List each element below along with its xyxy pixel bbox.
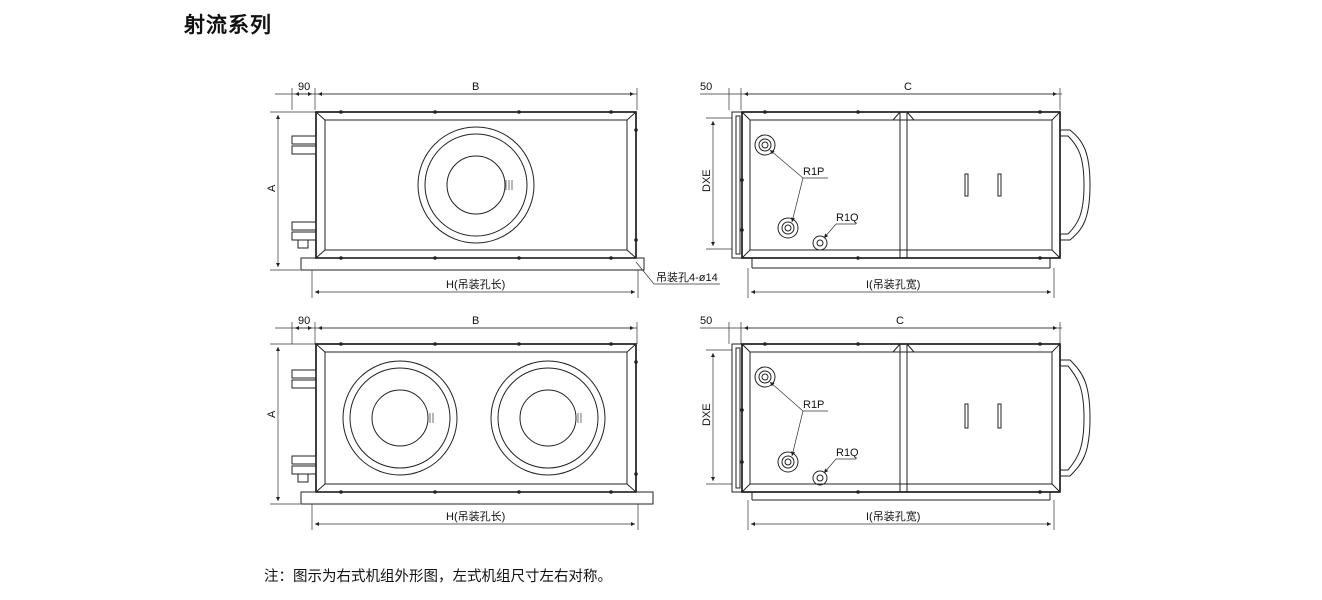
side-view-double: 50 C DXE R1P R1Q [700, 315, 1091, 530]
hole-label: 吊装孔4-ø14 [656, 271, 718, 284]
dim-a: A [266, 410, 278, 418]
pipe-p-label: R1P [803, 166, 824, 178]
dim-a: A [266, 184, 278, 192]
dim-c: C [904, 81, 912, 93]
dim-dxe: DXE [701, 403, 713, 426]
dim-50: 50 [700, 81, 712, 93]
dim-b: B [472, 315, 479, 327]
dim-50: 50 [700, 315, 712, 327]
dim-i: I(吊装孔宽) [866, 277, 920, 291]
pipe-q-label: R1Q [836, 447, 859, 459]
pipe-p-label: R1P [803, 399, 824, 411]
dim-90: 90 [298, 315, 310, 327]
dim-c: C [896, 315, 904, 327]
dim-b: B [472, 81, 479, 93]
dim-h: H(吊装孔长) [446, 278, 505, 291]
pipe-q-label: R1Q [836, 212, 859, 224]
dim-i: I(吊装孔宽) [866, 509, 920, 523]
dim-h: H(吊装孔长) [446, 510, 505, 523]
footnote: 注：图示为右式机组外形图，左式机组尺寸左右对称。 [264, 569, 612, 585]
dim-dxe: DXE [701, 169, 713, 192]
page-title: 射流系列 [184, 13, 272, 37]
front-view-single: 90 B A [266, 81, 720, 298]
side-view-single: 50 C DXE R1P [700, 81, 1091, 298]
dim-90: 90 [298, 81, 310, 93]
front-view-double: 90 B A H(吊装孔长) [266, 315, 654, 530]
